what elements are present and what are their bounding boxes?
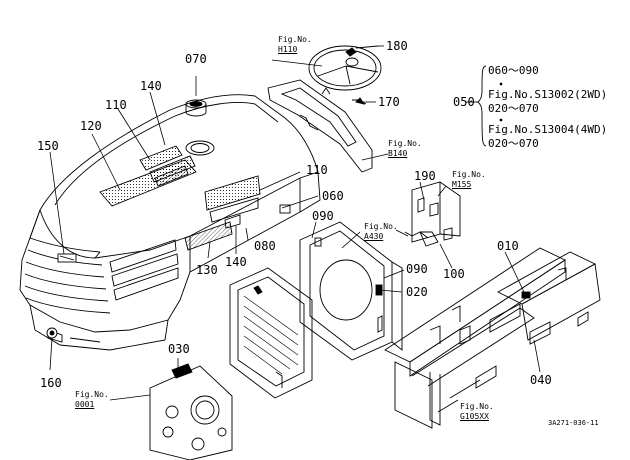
variant-dot — [499, 82, 503, 86]
variant-fig-2wd: Fig.No.S13002(2WD) — [488, 88, 608, 101]
frame-drawing — [384, 247, 601, 429]
callout-010: 010 — [497, 239, 519, 253]
callout-060: 060 — [322, 189, 344, 203]
variant-range-1: 060〜090 — [488, 64, 539, 77]
callout-080: 080 — [254, 239, 276, 253]
fig-ref-b140[interactable]: Fig.No. B140 — [388, 139, 422, 159]
callout-190: 190 — [414, 169, 436, 183]
fig-ref-number: M155 — [452, 180, 472, 189]
drawing-code: 3A271-036-11 — [548, 419, 599, 427]
callout-090: 090 — [312, 209, 334, 223]
callout-110: 110 — [105, 98, 127, 112]
callout-140: 140 — [140, 79, 162, 93]
callout-020: 020 — [406, 285, 428, 299]
radiator-shroud-drawing — [299, 221, 403, 361]
fig-ref-label: Fig.No. — [75, 390, 109, 399]
callout-120: 120 — [80, 119, 102, 133]
fig-ref-a430[interactable]: Fig.No. A430 — [364, 222, 398, 242]
variant-fig-4wd: Fig.No.S13004(4WD) — [488, 123, 608, 136]
fig-ref-number: G105XX — [460, 412, 489, 421]
callout-140: 140 — [225, 255, 247, 269]
fig-ref-number: H110 — [278, 45, 298, 54]
callout-030: 030 — [168, 342, 190, 356]
fig-ref-m155[interactable]: Fig.No. M155 — [452, 170, 486, 190]
callout-130: 130 — [196, 263, 218, 277]
fig-ref-number: 0001 — [75, 400, 95, 409]
engine-plate-drawing — [149, 363, 233, 460]
callout-100: 100 — [443, 267, 465, 281]
fig-ref-label: Fig.No. — [460, 402, 494, 411]
steering-wheel-drawing — [308, 45, 382, 91]
fig-ref-g105xx[interactable]: Fig.No. G105XX — [460, 402, 494, 422]
filler-cap-drawing — [185, 99, 207, 117]
callout-050: 050 — [453, 95, 475, 109]
bracket-drawing — [395, 181, 461, 247]
variant-range-2: 020〜070 — [488, 102, 539, 115]
fig-ref-h110[interactable]: Fig.No. H110 — [278, 35, 312, 55]
fig-ref-label: Fig.No. — [278, 35, 312, 44]
dash-panel-drawing — [267, 79, 373, 173]
callout-110: 110 — [306, 163, 328, 177]
callout-170: 170 — [378, 95, 400, 109]
fig-ref-label: Fig.No. — [388, 139, 422, 148]
fig-ref-label: Fig.No. — [452, 170, 486, 179]
variant-brace — [477, 65, 487, 147]
variant-dot — [499, 118, 503, 122]
callout-150: 150 — [37, 139, 59, 153]
callout-180: 180 — [386, 39, 408, 53]
callout-090: 090 — [406, 262, 428, 276]
fig-ref-label: Fig.No. — [364, 222, 398, 231]
callout-040: 040 — [530, 373, 552, 387]
callout-160: 160 — [40, 376, 62, 390]
radiator-drawing — [229, 267, 313, 399]
hood-drawing — [19, 94, 321, 351]
fig-ref-0001[interactable]: Fig.No. 0001 — [75, 390, 109, 410]
leader-lines — [49, 45, 541, 413]
fig-ref-number: B140 — [388, 149, 408, 158]
callout-070: 070 — [185, 52, 207, 66]
variant-range-3: 020〜070 — [488, 137, 539, 150]
fig-ref-number: A430 — [364, 232, 384, 241]
